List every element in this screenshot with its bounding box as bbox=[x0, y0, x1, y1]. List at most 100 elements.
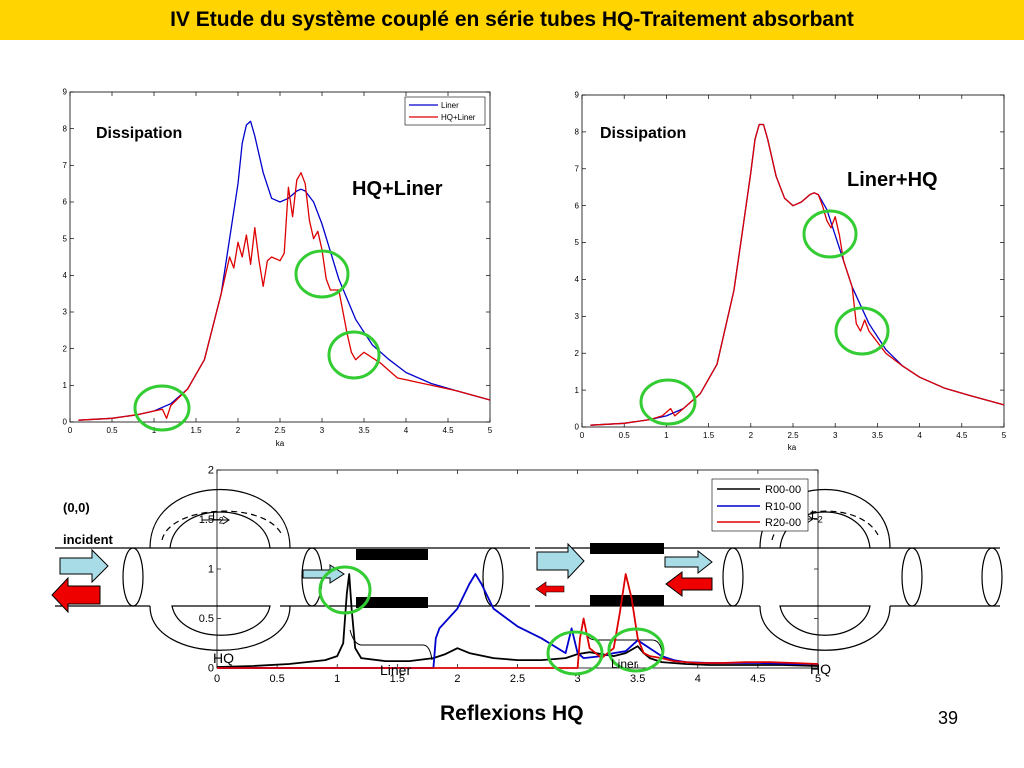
left-hq-half-disk bbox=[171, 605, 271, 636]
liner-block-top-left bbox=[356, 549, 428, 560]
chart-liner-hq-series bbox=[590, 123, 1005, 426]
x-tick-label: 4.5 bbox=[956, 431, 968, 440]
left-hq-dashed-path bbox=[161, 510, 283, 541]
right-tube-ring-a bbox=[722, 547, 744, 607]
y-tick-label: 0 bbox=[208, 663, 214, 675]
x-tick-label: 1.5 bbox=[703, 431, 715, 440]
chart-hq-liner-legend: Liner HQ+Liner bbox=[404, 96, 486, 126]
x-axis-label: ka bbox=[788, 443, 797, 452]
y-tick-label: 5 bbox=[575, 238, 580, 247]
highlight-circle bbox=[294, 249, 350, 299]
legend-box bbox=[404, 96, 486, 126]
y-tick-label: 1 bbox=[575, 386, 580, 395]
chart-liner-hq-frame bbox=[581, 94, 1005, 428]
x-tick-label: 5 bbox=[815, 673, 821, 685]
x-tick-label: 3 bbox=[320, 426, 325, 435]
liner-label-left: Liner bbox=[380, 662, 412, 678]
right-hq-loop-inner bbox=[779, 511, 871, 549]
l2-main: L bbox=[212, 509, 219, 523]
y-tick-label: 5 bbox=[63, 234, 68, 243]
reflected-arrow-small bbox=[535, 581, 565, 597]
left-tube-end-ring bbox=[122, 547, 144, 607]
left-hq-loop-inner bbox=[169, 511, 271, 549]
x-tick-label: 2.5 bbox=[510, 673, 525, 685]
y-tick-label: 0.5 bbox=[199, 613, 214, 625]
series-line-2 bbox=[217, 573, 819, 669]
highlight-circle bbox=[318, 565, 372, 615]
footer-caption: Reflexions HQ bbox=[440, 702, 584, 725]
y-tick-label: 8 bbox=[63, 124, 68, 133]
highlight-circles bbox=[133, 209, 890, 676]
x-tick-label: 4 bbox=[404, 426, 409, 435]
incident-arrow-right-tube bbox=[536, 542, 585, 580]
liner-block-bottom-left bbox=[356, 597, 428, 608]
x-tick-label: 3 bbox=[833, 431, 838, 440]
highlight-circle bbox=[802, 209, 858, 259]
x-tick-label: 4 bbox=[917, 431, 922, 440]
incident-label: incident bbox=[63, 532, 113, 547]
incident-arrow-right bbox=[59, 548, 109, 584]
y-tick-label: 4 bbox=[63, 271, 68, 280]
right-hq-loop-bottom bbox=[759, 605, 891, 651]
legend-entry-liner: Liner bbox=[441, 101, 459, 110]
reflected-arrow-right-tube bbox=[665, 571, 713, 597]
y-tick-label: 9 bbox=[575, 91, 580, 100]
left-tube-right-ring bbox=[482, 547, 504, 607]
left-hq-loop-outer bbox=[149, 488, 291, 549]
annotation-dissipation: Dissipation bbox=[600, 125, 686, 142]
liner-label-right: Liner bbox=[611, 657, 638, 671]
chart-reflexions-legend: R00-00 R10-00 R20-00 bbox=[711, 478, 809, 532]
highlight-circle bbox=[639, 378, 697, 426]
series-line-1 bbox=[78, 172, 491, 421]
series-line-0 bbox=[78, 120, 491, 421]
highlight-circle bbox=[546, 630, 604, 676]
l2-arrow-right-head bbox=[806, 514, 814, 524]
configuration-label: HQ+Liner bbox=[352, 178, 443, 200]
annotation-dissipation: Dissipation bbox=[96, 125, 182, 142]
slide-title: IV Etude du système couplé en série tube… bbox=[170, 8, 854, 31]
x-tick-label: 2.5 bbox=[787, 431, 799, 440]
right-hq-half-disk bbox=[779, 605, 871, 636]
x-tick-label: 0 bbox=[580, 431, 585, 440]
x-tick-label: 1 bbox=[334, 673, 340, 685]
series-line-0 bbox=[216, 573, 819, 668]
legend-entry-hq-liner: HQ+Liner bbox=[441, 113, 476, 122]
series-line-0 bbox=[590, 123, 1005, 426]
x-tick-label: 2 bbox=[454, 673, 460, 685]
y-tick-label: 2 bbox=[208, 465, 214, 477]
title-bar: IV Etude du système couplé en série tube… bbox=[0, 0, 1024, 40]
y-tick-label: 6 bbox=[575, 201, 580, 210]
x-tick-label: 3.5 bbox=[872, 431, 884, 440]
chart-reflexions-series bbox=[216, 573, 819, 669]
transmitted-arrow-right-tube bbox=[664, 549, 713, 575]
highlight-circle bbox=[133, 384, 191, 432]
arrows bbox=[51, 542, 713, 614]
x-tick-label: 4.5 bbox=[750, 673, 765, 685]
x-tick-label: 5 bbox=[1002, 431, 1007, 440]
x-tick-label: 5 bbox=[488, 426, 493, 435]
l2-arrow-left-head bbox=[222, 515, 230, 525]
l2-label-left: L2 bbox=[212, 509, 224, 525]
x-tick-label: 3.5 bbox=[630, 673, 645, 685]
x-axis-label: ka bbox=[276, 439, 285, 448]
l2-subscript: 2 bbox=[218, 515, 224, 526]
y-tick-label: 1.5 bbox=[199, 514, 214, 526]
y-tick-label: 7 bbox=[63, 161, 68, 170]
x-tick-label: 0 bbox=[68, 426, 73, 435]
legend-entry-r00: R00-00 bbox=[765, 484, 801, 496]
l2-label-right: L2 bbox=[811, 508, 823, 524]
x-tick-label: 1 bbox=[664, 431, 669, 440]
y-tick-label: 0 bbox=[63, 418, 68, 427]
hq-label-left: HQ bbox=[213, 650, 234, 666]
y-tick-label: 4 bbox=[575, 275, 580, 284]
y-tick-label: 3 bbox=[575, 312, 580, 321]
y-tick-label: 9 bbox=[63, 88, 68, 97]
x-tick-label: 0.5 bbox=[619, 431, 631, 440]
y-tick-label: 6 bbox=[63, 198, 68, 207]
y-tick-label: 2 bbox=[575, 349, 580, 358]
